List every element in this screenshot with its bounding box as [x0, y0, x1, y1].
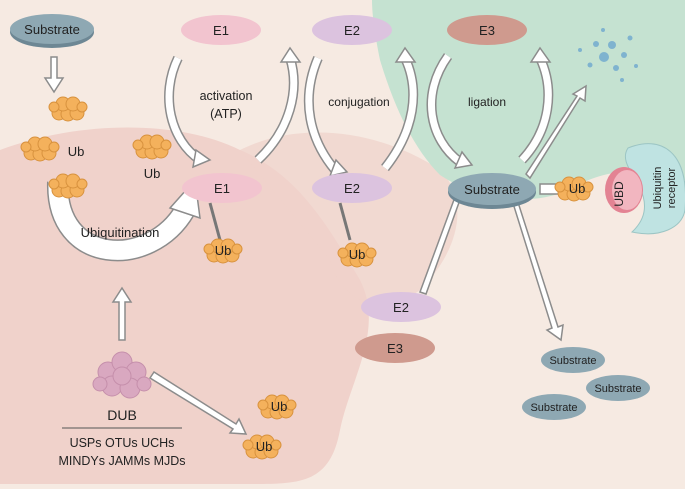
ub-label-e1: Ub — [215, 243, 232, 258]
ubiquitination-label: Ubiquitination — [81, 225, 160, 240]
svg-text:UBD: UBD — [612, 181, 626, 207]
e2-node-top: E2 — [312, 15, 392, 45]
conjugation-label: conjugation — [328, 95, 389, 109]
cell-region-extension — [240, 132, 458, 305]
svg-text:Substrate: Substrate — [24, 22, 80, 37]
e1-node-mid: E1 — [182, 173, 262, 203]
e3-node-top: E3 — [447, 15, 527, 45]
degradation-dots-icon — [578, 28, 638, 82]
substrate-node-center: Substrate — [448, 173, 536, 209]
substrate-node-b: Substrate — [586, 375, 650, 401]
dub-families-line1: USPs OTUs UCHs — [70, 436, 175, 450]
ub-label-substrate: Ub — [569, 181, 586, 196]
svg-text:E2: E2 — [344, 181, 360, 196]
dub-families-line2: MINDYs JAMMs MJDs — [58, 454, 185, 468]
ligation-label: ligation — [468, 95, 506, 109]
ub-label-e2: Ub — [349, 247, 366, 262]
ubd-domain: UBD — [605, 167, 643, 213]
svg-text:E2: E2 — [344, 23, 360, 38]
e2-node-mid: E2 — [312, 173, 392, 203]
substrate-node-a: Substrate — [541, 347, 605, 373]
activation-label: activation — [200, 89, 253, 103]
ub-label-released-1: Ub — [271, 399, 288, 414]
svg-text:E1: E1 — [213, 23, 229, 38]
ubiquitin-receptor: Ubiquitin receptor — [624, 143, 685, 235]
svg-text:Substrate: Substrate — [530, 402, 577, 414]
svg-text:Substrate: Substrate — [464, 182, 520, 197]
ub-label-released-2: Ub — [256, 439, 273, 454]
substrate-node-c: Substrate — [522, 394, 586, 420]
ub-label-cluster: Ub — [68, 144, 85, 159]
dub-label: DUB — [107, 407, 137, 423]
dub-enzyme-icon — [92, 351, 152, 399]
svg-text:E3: E3 — [387, 341, 403, 356]
svg-text:Ubiquitin: Ubiquitin — [652, 167, 664, 210]
e3-node-bottom: E3 — [355, 333, 435, 363]
svg-text:Substrate: Substrate — [549, 355, 596, 367]
svg-text:Substrate: Substrate — [594, 383, 641, 395]
e2-node-bottom: E2 — [361, 292, 441, 322]
cell-region — [0, 127, 369, 484]
ub-label-free: Ub — [144, 166, 161, 181]
e1-node-top: E1 — [181, 15, 261, 45]
substrate-node-top: Substrate — [10, 14, 94, 48]
svg-text:E2: E2 — [393, 300, 409, 315]
svg-text:E1: E1 — [214, 181, 230, 196]
svg-text:E3: E3 — [479, 23, 495, 38]
svg-text:receptor: receptor — [666, 167, 678, 208]
atp-label: (ATP) — [210, 107, 242, 121]
